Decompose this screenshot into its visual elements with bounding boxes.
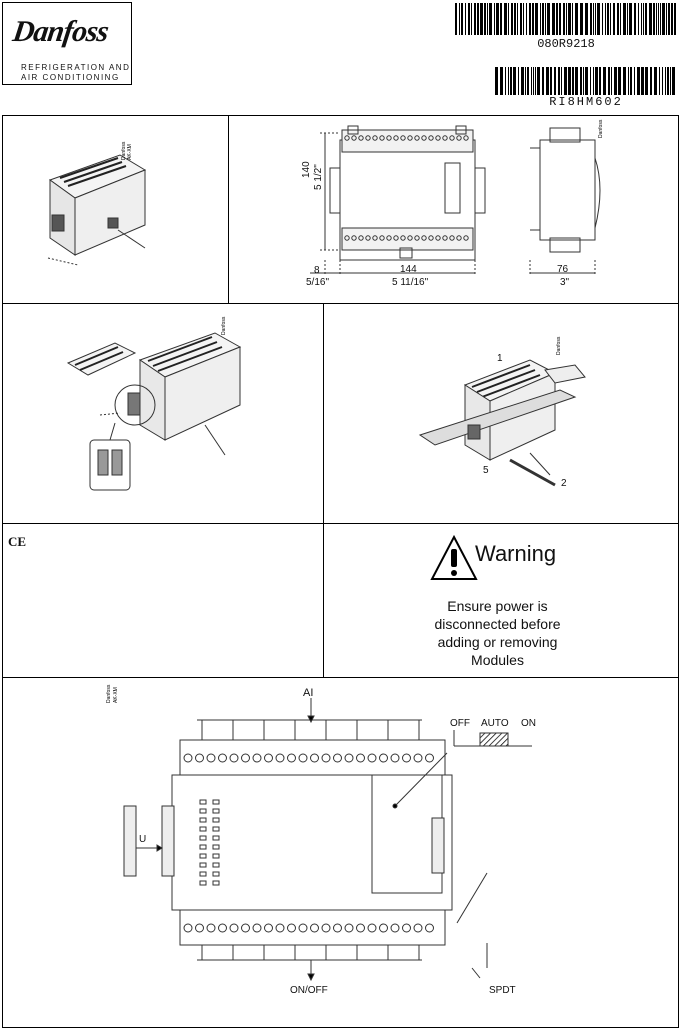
height-mm: 140	[301, 161, 312, 178]
warning-line-4: Modules	[471, 652, 524, 668]
din-rail-mounting-illustration: Danfoss	[418, 336, 586, 487]
width-in: 5 11/16"	[392, 277, 429, 288]
instruction-frame	[2, 115, 679, 1028]
offset-mm: 8	[314, 265, 320, 276]
ai-label: AI	[303, 687, 314, 699]
barcode-top	[455, 3, 676, 35]
part-number: 080R9218	[537, 37, 595, 51]
depth-in: 3"	[560, 277, 570, 288]
warning-line-3: adding or removing	[437, 634, 558, 650]
warning-title: Warning	[475, 541, 557, 566]
svg-text:AK-XM: AK-XM	[127, 144, 133, 160]
warning-line-1: Ensure power is	[447, 598, 548, 614]
callout-5: 5	[483, 465, 489, 476]
module-connection-illustration: Danfoss	[66, 316, 242, 491]
division-line-1: REFRIGERATION AND	[21, 63, 131, 72]
barcode-bottom	[495, 67, 675, 95]
warning-line-2: disconnected before	[434, 616, 561, 632]
offset-in: 5/16"	[306, 277, 330, 288]
svg-text:Danfoss: Danfoss	[121, 141, 127, 160]
dimension-drawing: Danfoss	[310, 119, 604, 276]
switch-auto-label: AUTO	[481, 718, 509, 729]
svg-text:Danfoss: Danfoss	[556, 336, 562, 355]
svg-text:Danfoss: Danfoss	[221, 316, 227, 335]
onoff-label: ON/OFF	[290, 985, 328, 996]
svg-text:AK-XM: AK-XM	[113, 687, 119, 703]
division-line-2: AIR CONDITIONING	[21, 73, 120, 82]
switch-off-label: OFF	[450, 718, 470, 729]
svg-text:Danfoss: Danfoss	[106, 684, 112, 703]
wiring-diagram: Danfoss AK-XM	[106, 684, 532, 982]
svg-text:Danfoss: Danfoss	[598, 119, 604, 138]
callout-2: 2	[561, 478, 567, 489]
height-in: 5 1/2"	[313, 164, 324, 190]
warning-triangle-icon	[430, 534, 478, 580]
ce-mark-icon: CE	[8, 534, 27, 549]
switch-on-label: ON	[521, 718, 536, 729]
brand-box: Danfoss REFRIGERATION AND AIR CONDITIONI…	[2, 2, 132, 85]
width-mm: 144	[400, 264, 417, 275]
depth-mm: 76	[557, 264, 569, 275]
spdt-label: SPDT	[489, 985, 516, 996]
module-isometric-illustration: Danfoss AK-XM	[47, 141, 147, 266]
u-label: U	[139, 834, 147, 845]
danfoss-logo: Danfoss	[10, 15, 111, 48]
doc-code: RI8HM602	[549, 95, 623, 109]
callout-1: 1	[497, 353, 503, 364]
